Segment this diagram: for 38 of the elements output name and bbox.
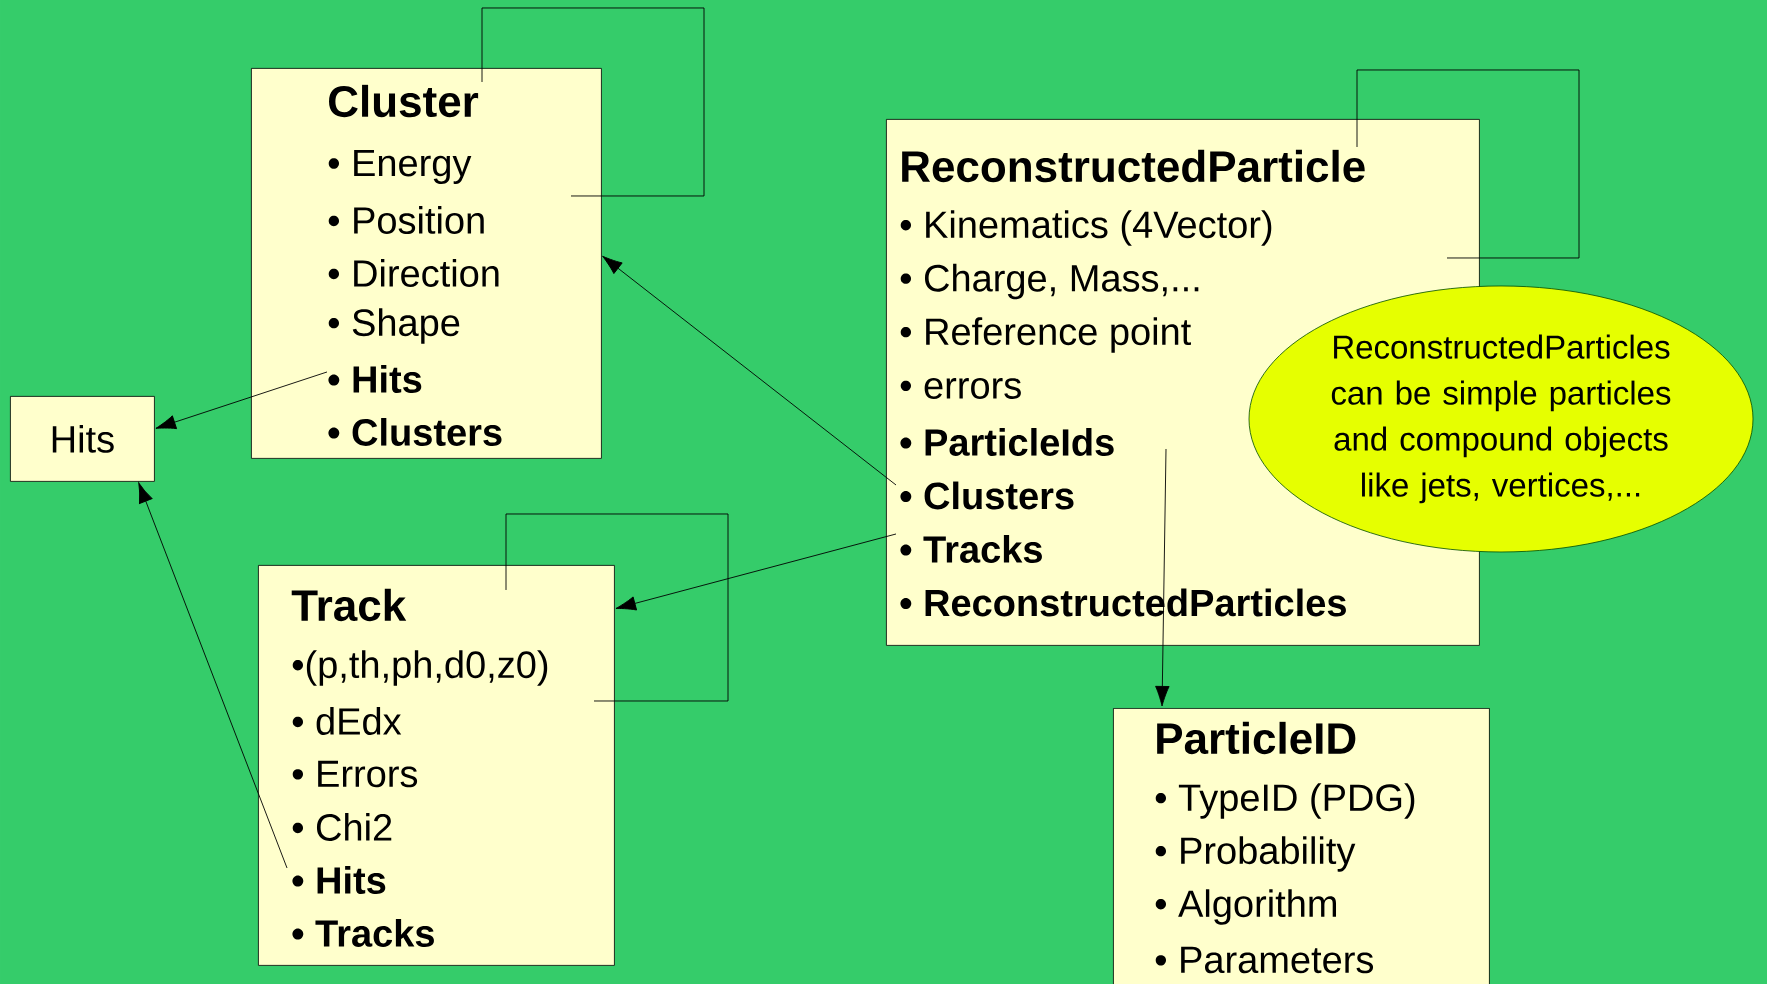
attribute-item: • ParticleIds	[900, 428, 1114, 456]
attribute-item: • Algorithm	[1155, 889, 1336, 925]
arrow	[155, 371, 328, 430]
attribute-item: • Energy	[328, 149, 472, 184]
attribute-item: • Errors	[292, 760, 418, 788]
note-text: ReconstructedParticles can be simple particles and compound objects like jets, vertices,...	[1331, 334, 1671, 504]
attribute-item: • Tracks	[900, 535, 1042, 563]
class-box	[258, 565, 615, 966]
attribute-item: • Position	[328, 206, 484, 234]
attribute-item: •(p,th,ph,d0,z0)	[292, 650, 548, 686]
attribute-item: • Tracks	[292, 919, 434, 947]
class-box	[251, 67, 602, 459]
class-name: Cluster	[329, 84, 479, 118]
attribute-item: • Reference point	[900, 317, 1191, 353]
attribute-item: • Kinematics (4Vector)	[900, 210, 1272, 246]
class-name: ReconstructedParticle	[902, 149, 1365, 183]
attribute-item: • TypeID (PDG)	[1155, 783, 1415, 819]
attribute-item: • Hits	[328, 365, 422, 393]
class-name: ParticleID	[1157, 721, 1356, 755]
attribute-item: • Hits	[292, 866, 386, 894]
attribute-item: • Clusters	[900, 481, 1074, 510]
class-box	[1113, 708, 1490, 984]
arrow	[602, 255, 897, 486]
attribute-item: • Direction	[328, 259, 499, 287]
attribute-item: • Shape	[328, 308, 460, 344]
attribute-item: • Clusters	[328, 418, 502, 446]
class-name: Track	[291, 588, 407, 622]
arrow	[138, 482, 288, 869]
attribute-item: • errors	[900, 378, 1021, 399]
attribute-item: • dEdx	[292, 707, 402, 735]
note-ellipse	[1248, 285, 1754, 553]
attribute-item: • Parameters	[1155, 946, 1374, 974]
arrow	[615, 533, 897, 611]
attribute-item: • Probability	[1155, 836, 1356, 872]
hits-box: Hits	[10, 396, 155, 482]
attribute-item: • Charge, Mass,...	[900, 263, 1199, 300]
arrow	[1155, 448, 1170, 707]
attribute-item: • Chi2	[292, 813, 392, 841]
